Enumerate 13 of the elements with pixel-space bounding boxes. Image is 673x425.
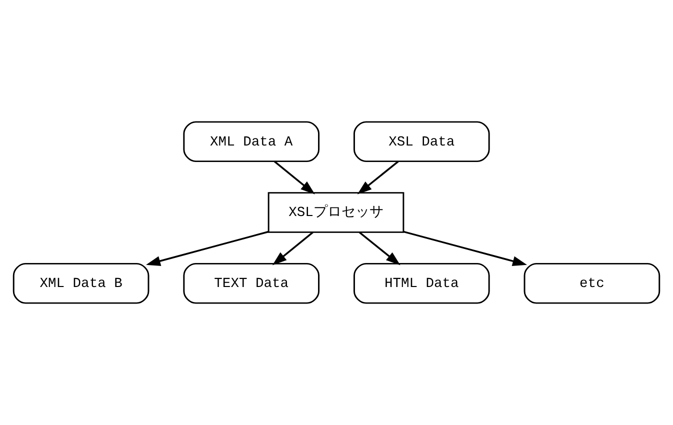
arrow	[272, 232, 314, 266]
arrow	[403, 230, 528, 266]
arrow	[274, 160, 315, 194]
node-box: TEXT Data	[183, 262, 320, 304]
node-box: XSL Data	[353, 121, 490, 162]
node-box: XML Data A	[183, 121, 320, 162]
node-box: etc	[524, 262, 660, 304]
arrow	[146, 230, 269, 266]
node-box: XSLプロセッサ	[268, 192, 404, 233]
node-box: HTML Data	[353, 262, 490, 304]
node-box: XML Data B	[12, 262, 150, 304]
arrow	[358, 232, 400, 266]
arrow	[357, 160, 399, 194]
